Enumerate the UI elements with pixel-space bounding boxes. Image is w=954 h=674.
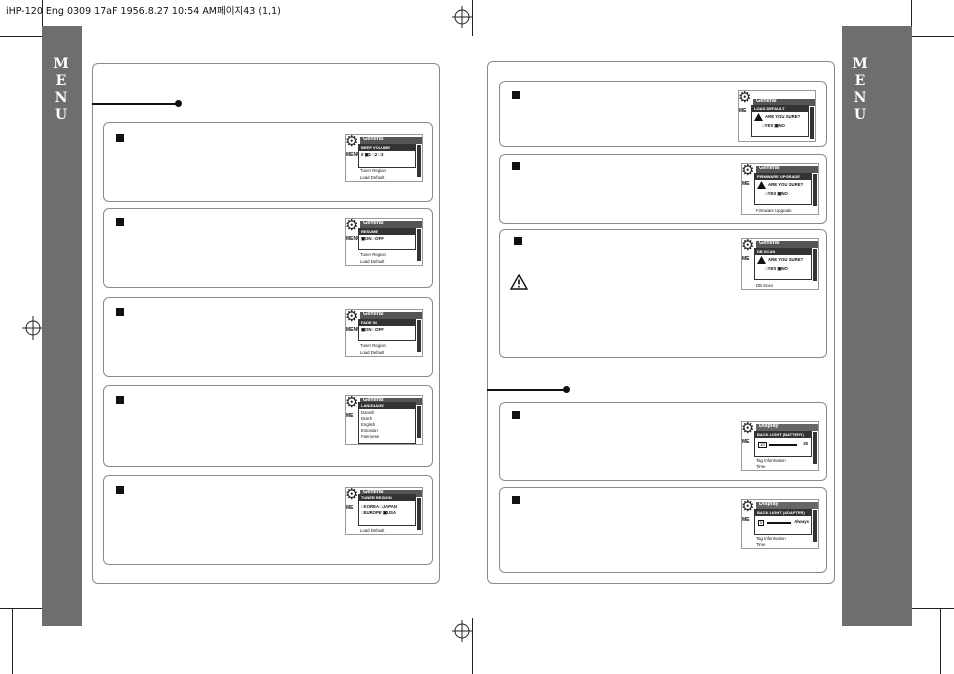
sidebar-menu-label: MENU — [852, 56, 868, 124]
dialog: BACK LIGHT (BATTERY) 10 30 — [754, 431, 812, 457]
gear-icon: ⚙ — [741, 238, 755, 254]
bullet-square — [512, 496, 520, 504]
gear-icon: ⚙ — [741, 163, 755, 179]
section-rule-dot — [175, 100, 182, 107]
screen-tuner-region: ⚙ ME General TUNER REGION □KOREA □JAPAN … — [345, 487, 423, 535]
gear-icon: ⚙ — [345, 134, 359, 150]
crop-mark — [0, 608, 42, 609]
dialog: LANGUAGE Danish Dutch English Estonian F… — [358, 402, 416, 444]
sidebar-menu-label: MENU — [53, 56, 69, 124]
dialog: FADE IN ▣ON □OFF — [358, 319, 416, 341]
crop-mark — [472, 0, 473, 36]
crop-mark — [42, 0, 43, 37]
bullet-square — [514, 237, 522, 245]
crop-mark — [911, 0, 912, 37]
bullet-square — [116, 134, 124, 142]
bullet-square — [512, 91, 520, 99]
bullet-square — [116, 396, 124, 404]
dialog: BACK LIGHT (ADAPTER) 0 Always — [754, 509, 812, 535]
bullet-square — [116, 218, 124, 226]
warning-icon — [510, 274, 528, 290]
section-rule-dot — [563, 386, 570, 393]
gear-icon: ⚙ — [345, 487, 359, 503]
gear-icon: ⚙ — [741, 421, 755, 437]
screen-resume: ⚙ MENU General RESUME ▣ON □OFF Tuner Reg… — [345, 218, 423, 266]
scrollbar — [417, 145, 421, 177]
section-rule — [487, 389, 567, 391]
gear-icon: ⚙ — [738, 90, 752, 106]
setting-box-db-scan — [499, 229, 827, 358]
dialog: LOAD DEFAULT ARE YOU SURE? □YES ▣NO — [751, 105, 809, 137]
screen-backlight-adapter: ⚙ ME Display BACK LIGHT (ADAPTER) 0 Alwa… — [741, 499, 819, 549]
slider-track — [767, 522, 791, 524]
crop-mark — [912, 36, 954, 37]
left-sidebar: MENU — [42, 26, 82, 626]
dialog: TUNER REGION □KOREA □JAPAN □EUROPE ▣USA — [358, 494, 416, 526]
screen-backlight-battery: ⚙ ME Display BACK LIGHT (BATTERY) 10 30 … — [741, 421, 819, 471]
slider-track — [769, 444, 797, 446]
gear-icon: ⚙ — [741, 499, 755, 515]
dialog: RESUME ▣ON □OFF — [358, 228, 416, 250]
dialog: BEEP VOLUME 0 ▣1 □2 □3 — [358, 144, 416, 168]
crop-mark — [912, 608, 954, 609]
screen-beep-volume: ⚙ MENU General BEEP VOLUME 0 ▣1 □2 □3 Tu… — [345, 134, 423, 182]
crop-mark — [12, 608, 13, 674]
screen-load-default: ⚙ ME General LOAD DEFAULT ARE YOU SURE? … — [738, 90, 816, 142]
dialog: FIRMWARE UPGRADE ARE YOU SURE? □YES ▣NO — [754, 173, 812, 205]
section-rule — [92, 103, 178, 105]
bullet-square — [512, 162, 520, 170]
registration-target-icon — [452, 620, 472, 642]
registration-target-icon — [22, 316, 44, 340]
crop-mark — [940, 608, 941, 674]
file-info-header: iHP-120 Eng 0309 17aF 1956.8.27 10:54 AM… — [6, 6, 281, 17]
right-sidebar: MENU — [842, 26, 912, 626]
screen-fade-in: ⚙ MENU General FADE IN ▣ON □OFF Tuner Re… — [345, 309, 423, 357]
screen-language: ⚙ ME General LANGUAGE Danish Dutch Engli… — [345, 395, 423, 445]
screen-db-scan: ⚙ ME General DB SCAN ARE YOU SURE? □YES … — [741, 238, 819, 290]
bullet-square — [512, 411, 520, 419]
gear-icon: ⚙ — [345, 309, 359, 325]
warning-icon — [757, 181, 766, 189]
bullet-square — [116, 308, 124, 316]
crop-mark — [472, 618, 473, 674]
warning-icon — [754, 113, 763, 121]
bullet-square — [116, 486, 124, 494]
dialog: DB SCAN ARE YOU SURE? □YES ▣NO — [754, 248, 812, 280]
screen-firmware-upgrade: ⚙ ME General FIRMWARE UPGRADE ARE YOU SU… — [741, 163, 819, 215]
registration-target-icon — [452, 6, 472, 28]
gear-icon: ⚙ — [345, 395, 359, 411]
gear-icon: ⚙ — [345, 218, 359, 234]
screen-title: General — [360, 136, 422, 144]
warning-icon — [757, 256, 766, 264]
crop-mark — [0, 36, 42, 37]
